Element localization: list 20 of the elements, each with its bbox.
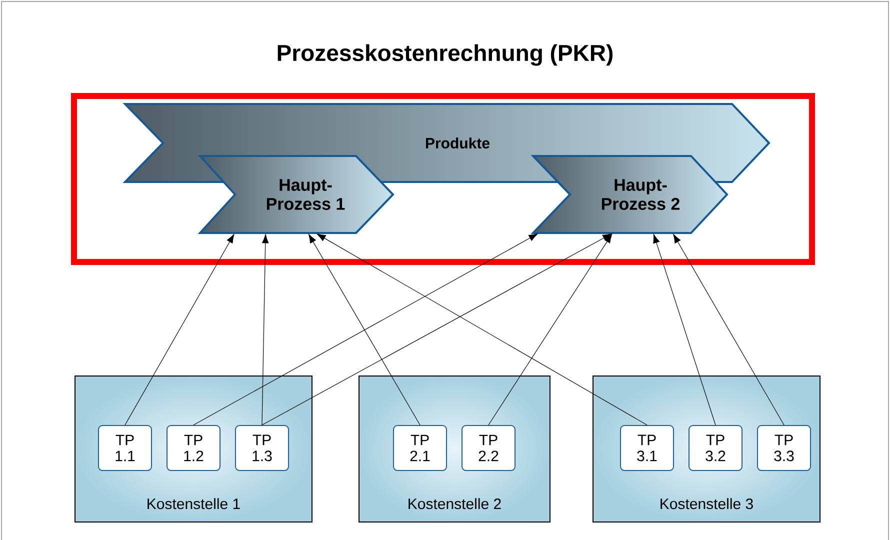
sub-process-box: TP 2.1 (393, 425, 447, 471)
arrow (308, 234, 420, 426)
arrow (316, 234, 648, 426)
process-chevron: Haupt- Prozess 2 (530, 155, 728, 234)
sub-process-box: TP 3.2 (688, 425, 743, 471)
process-chevron: Haupt- Prozess 1 (198, 155, 394, 234)
arrow (193, 234, 538, 426)
arrow (124, 234, 234, 426)
arrow (262, 234, 269, 426)
arrow (673, 234, 784, 426)
sub-process-box: TP 2.2 (462, 425, 516, 471)
sub-process-box: TP 3.1 (620, 425, 674, 471)
sub-process-box: TP 1.1 (98, 425, 152, 471)
title: Prozesskostenrechnung (PKR) (278, 44, 613, 66)
arrow (262, 234, 612, 426)
arrow (488, 234, 612, 426)
sub-process-box: TP 1.2 (166, 425, 220, 471)
arrow (653, 234, 716, 426)
sub-process-box: TP 3.3 (757, 425, 812, 471)
sub-process-box: TP 1.3 (235, 425, 289, 471)
